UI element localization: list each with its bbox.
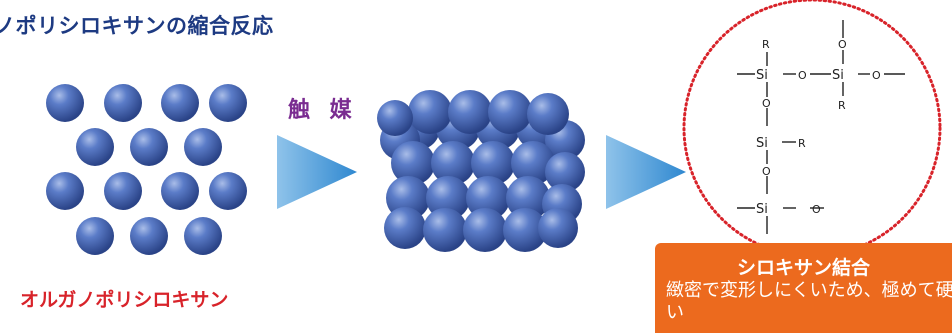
result-title: シロキサン結合: [736, 257, 870, 279]
siloxane-structure: [737, 20, 905, 234]
o-label: O: [812, 203, 821, 216]
catalyst-label: 触 媒: [288, 98, 358, 123]
si-label: Si: [756, 68, 768, 83]
packed-spheres: [377, 90, 585, 252]
loose-spheres: [46, 84, 247, 255]
r-label: R: [762, 38, 770, 51]
reaction-arrow-1: [277, 135, 357, 209]
si-label: Si: [756, 202, 768, 217]
siloxane-labels: R Si O O Si O R O Si R O Si O: [756, 38, 881, 217]
organopolysiloxane-caption: オルガノポリシロキサン: [20, 289, 229, 311]
o-label: O: [838, 38, 847, 51]
result-description: 緻密で変形しにくいため、極めて硬い: [666, 280, 952, 323]
page-title: ノポリシロキサンの縮合反応: [0, 14, 274, 38]
si-label: Si: [832, 68, 844, 83]
o-label: O: [872, 69, 881, 82]
o-label: O: [798, 69, 807, 82]
o-label: O: [762, 97, 771, 110]
reaction-arrow-2: [606, 135, 686, 209]
si-label: Si: [756, 136, 768, 151]
bond-detail-circle: [682, 0, 942, 258]
result-box: シロキサン結合 緻密で変形しにくいため、極めて硬い: [655, 243, 952, 333]
o-label: O: [762, 165, 771, 178]
r-label: R: [838, 99, 846, 112]
r-label: R: [798, 137, 806, 150]
